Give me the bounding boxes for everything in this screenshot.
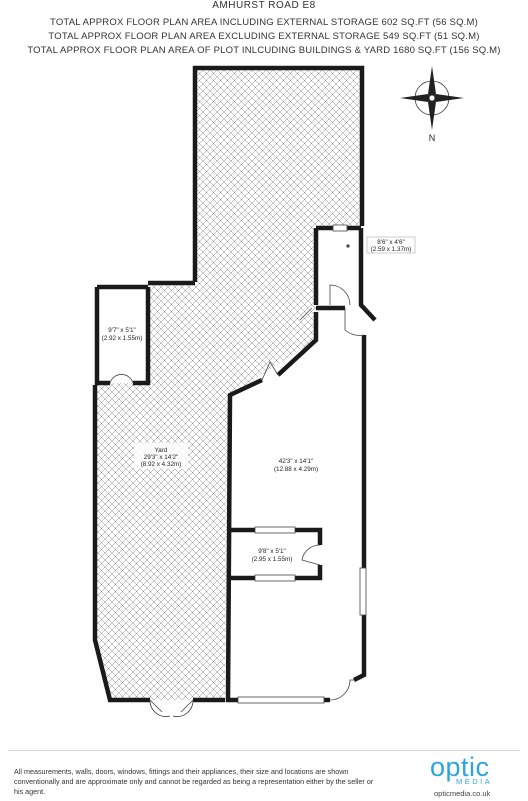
room-inner: 9'8" x 5'1" (2.95 x 1.55m) <box>252 548 293 563</box>
compass-icon <box>400 66 464 130</box>
room-store-yard: 9'7" x 5'1" (2.92 x 1.55m) <box>102 327 143 342</box>
store-small-size-metric: (2.59 x 1.37m) <box>371 246 412 253</box>
area-excluding-storage: TOTAL APPROX FLOOR PLAN AREA EXCLUDING E… <box>48 31 480 42</box>
compass-north-label: N <box>429 133 436 143</box>
yard-name: Yard <box>155 447 168 454</box>
area-including-storage: TOTAL APPROX FLOOR PLAN AREA INCLUDING E… <box>49 17 478 28</box>
main-room-size-metric: (12.88 x 4.29m) <box>274 466 318 473</box>
address-title: AMHURST ROAD E8 <box>212 0 316 11</box>
store-yard-size-metric: (2.92 x 1.55m) <box>102 335 143 342</box>
yard-size-metric: (8.92 x 4.32m) <box>141 461 182 468</box>
yard-size-imperial: 29'3" x 14'2" <box>144 454 179 461</box>
disclaimer-text: All measurements, walls, doors, windows,… <box>14 767 374 796</box>
doors <box>109 244 365 717</box>
store-yard-size-imperial: 9'7" x 5'1" <box>108 327 136 334</box>
brand-logo-sub: MEDIA <box>456 777 493 786</box>
area-plot: TOTAL APPROX FLOOR PLAN AREA OF PLOT INL… <box>27 45 501 56</box>
main-room-size-imperial: 42'3" x 14'1" <box>279 458 314 465</box>
store-small-size-imperial: 8'6" x 4'6" <box>377 239 405 246</box>
room-yard: Yard 29'3" x 14'2" (8.92 x 4.32m) <box>134 443 188 469</box>
room-store-small: 8'6" x 4'6" (2.59 x 1.37m) <box>366 236 416 254</box>
brand-url: opticmedia.co.uk <box>434 789 491 798</box>
windows <box>237 224 367 704</box>
footer-divider <box>8 750 520 751</box>
inner-room-size-metric: (2.95 x 1.55m) <box>252 556 293 563</box>
brand-logo-word: optic <box>430 752 490 782</box>
room-main: 42'3" x 14'1" (12.88 x 4.29m) <box>274 458 318 473</box>
yard-area <box>95 68 362 700</box>
inner-room-size-imperial: 9'8" x 5'1" <box>258 548 286 555</box>
